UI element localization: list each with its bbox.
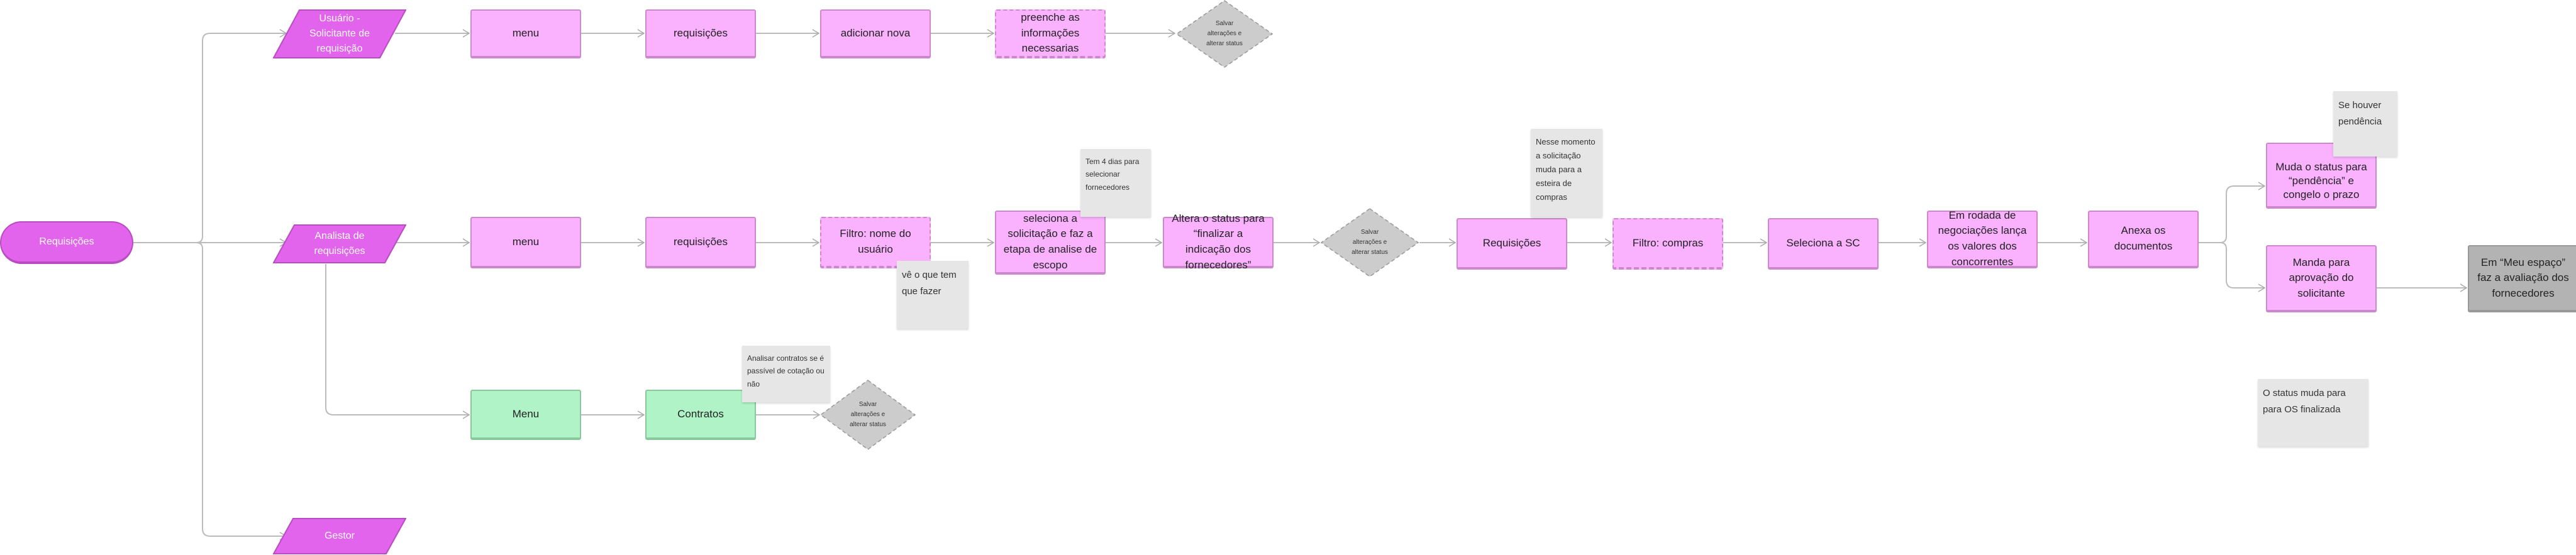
step-label: Altera o status para “finalizar a indica… xyxy=(1172,212,1265,271)
step-label: Menu xyxy=(512,407,540,420)
actor-analista[interactable]: Analista de requisições xyxy=(273,224,406,263)
actor-solicitante-label: Usuário - Solicitante de requisição xyxy=(309,13,370,54)
decision-salvar-row2[interactable]: Salvar alterações e alterar status xyxy=(1321,208,1419,277)
step-contratos[interactable]: Contratos xyxy=(645,390,756,440)
step-requisicoes-compras[interactable]: Requisições xyxy=(1457,218,1567,270)
step-label: adicionar nova xyxy=(840,26,911,39)
step-label: Em “Meu espaço” faz a avaliação dos forn… xyxy=(2477,256,2569,299)
step-label: Muda o status para “pendência” e congelo… xyxy=(2275,161,2367,201)
note-analisar-contratos[interactable]: Analisar contratos se é passível de cota… xyxy=(742,346,830,402)
step-menu-solicitante[interactable]: menu xyxy=(470,9,581,58)
step-manda-aprovacao[interactable]: Manda para aprovação do solicitante xyxy=(2266,245,2377,312)
note-text: Analisar contratos se é passível de cota… xyxy=(747,354,824,388)
step-label: menu xyxy=(512,26,540,39)
step-seleciona-solicitacao[interactable]: seleciona a solicitação e faz a etapa de… xyxy=(995,211,1106,275)
step-label: Filtro: nome do usuário xyxy=(840,228,911,255)
start-terminal[interactable]: Requisições xyxy=(0,221,133,264)
step-seleciona-sc[interactable]: Seleciona a SC xyxy=(1768,218,1879,270)
step-label: Contratos xyxy=(677,407,724,420)
note-text: Se houver pendência xyxy=(2338,100,2382,127)
step-filtro-compras[interactable]: Filtro: compras xyxy=(1613,218,1723,270)
step-label: seleciona a solicitação e faz a etapa de… xyxy=(1003,212,1097,271)
step-rodada-negociacoes[interactable]: Em rodada de negociações lança os valore… xyxy=(1927,209,2038,268)
step-label: Manda para aprovação do solicitante xyxy=(2289,256,2354,299)
start-label: Requisições xyxy=(39,236,94,248)
note-ve-o-que-tem[interactable]: vê o que tem que fazer xyxy=(897,261,969,329)
decision-label: Salvar alterações e alterar status xyxy=(1206,20,1243,47)
step-anexa-documentos[interactable]: Anexa os documentos xyxy=(2088,211,2199,268)
step-menu-contratos[interactable]: Menu xyxy=(470,390,581,440)
decision-salvar-row3[interactable]: Salvar alterações e alterar status xyxy=(820,380,916,450)
decision-label: Salvar alterações e alterar status xyxy=(850,401,886,428)
decision-label: Salvar alterações e alterar status xyxy=(1352,229,1388,256)
step-muda-status-pendencia[interactable]: Muda o status para “pendência” e congelo… xyxy=(2266,143,2377,209)
actor-analista-label: Analista de requisições xyxy=(314,231,365,256)
step-label: Em rodada de negociações lança os valore… xyxy=(1938,209,2027,268)
note-4-dias[interactable]: Tem 4 dias para selecionar fornecedores xyxy=(1080,149,1151,217)
note-os-finalizada[interactable]: O status muda para para OS finalizada xyxy=(2258,379,2368,446)
step-label: Filtro: compras xyxy=(1632,236,1704,249)
decision-salvar-row1[interactable]: Salvar alterações e alterar status xyxy=(1176,0,1273,68)
step-altera-status[interactable]: Altera o status para “finalizar a indica… xyxy=(1163,212,1274,271)
actor-gestor[interactable]: Gestor xyxy=(273,518,406,554)
note-text: Nesse momento a solicitação muda para a … xyxy=(1536,137,1596,202)
step-meu-espaco-avaliacao[interactable]: Em “Meu espaço” faz a avaliação dos forn… xyxy=(2468,245,2576,312)
step-label: requisições xyxy=(674,26,728,39)
step-requisicoes-analista[interactable]: requisições xyxy=(645,217,756,268)
note-text: Tem 4 dias para selecionar fornecedores xyxy=(1085,157,1140,192)
step-requisicoes-solicitante[interactable]: requisições xyxy=(645,9,756,58)
step-filtro-usuario[interactable]: Filtro: nome do usuário xyxy=(820,217,931,268)
note-se-houver-pendencia[interactable]: Se houver pendência xyxy=(2333,91,2397,157)
step-label: Requisições xyxy=(1482,236,1541,249)
step-adicionar-nova[interactable]: adicionar nova xyxy=(820,9,931,58)
step-label: Seleciona a SC xyxy=(1786,236,1860,249)
note-text: O status muda para para OS finalizada xyxy=(2263,388,2346,415)
note-text: vê o que tem que fazer xyxy=(902,270,957,297)
step-label: requisições xyxy=(674,235,728,248)
actor-solicitante[interactable]: Usuário - Solicitante de requisição xyxy=(273,9,406,58)
actor-gestor-label: Gestor xyxy=(324,530,355,541)
step-label: Anexa os documentos xyxy=(2114,224,2173,252)
step-preenche-informacoes[interactable]: preenche as informações necessarias xyxy=(995,9,1106,58)
note-esteira-compras[interactable]: Nesse momento a solicitação muda para a … xyxy=(1531,129,1602,217)
step-label: menu xyxy=(512,235,540,248)
step-label: preenche as informações necessarias xyxy=(1021,11,1080,55)
step-menu-analista[interactable]: menu xyxy=(470,217,581,268)
